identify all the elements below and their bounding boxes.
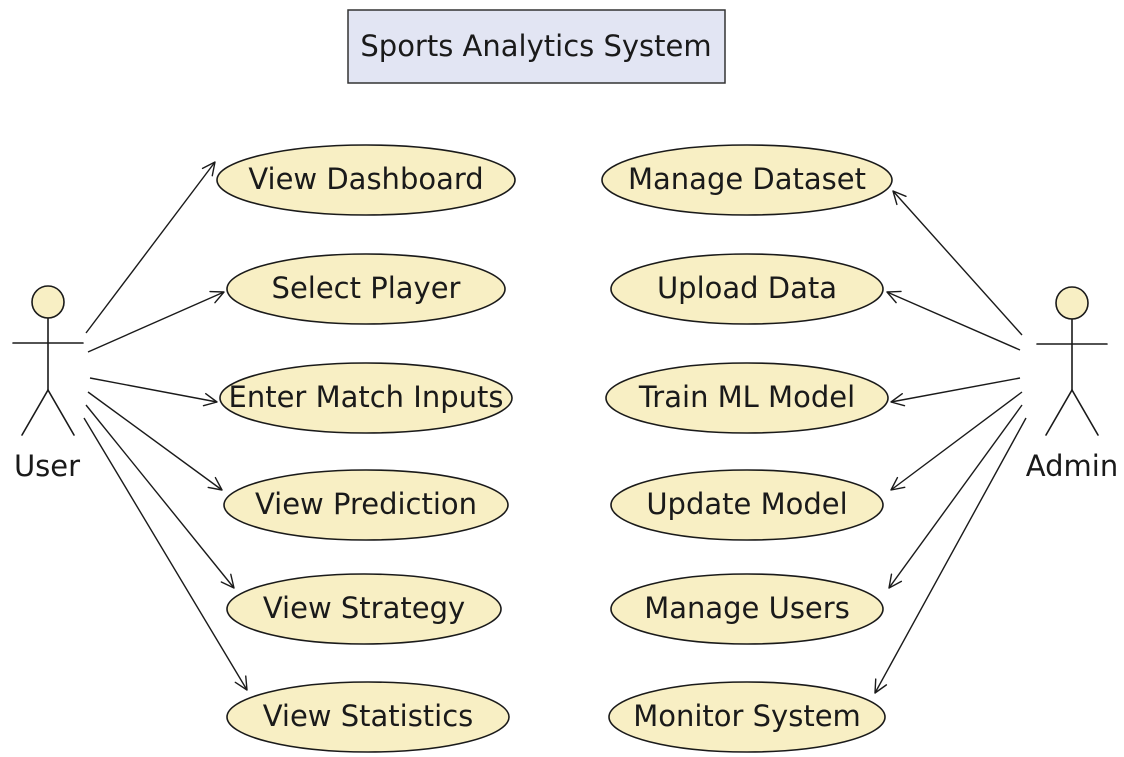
use-case-view-prediction: View Prediction	[223, 469, 509, 541]
user-actor-label: User	[14, 449, 80, 483]
arrowhead-icon	[209, 290, 225, 304]
arrowhead-icon	[886, 290, 902, 304]
admin-actor: Admin	[1026, 286, 1118, 483]
actor-head-icon	[1055, 286, 1089, 320]
use-case-ellipse	[610, 573, 884, 645]
association-line	[87, 391, 223, 491]
association-line	[89, 377, 218, 403]
arrowhead-icon	[234, 675, 248, 691]
association-line	[888, 404, 1023, 589]
actor-left-leg	[21, 389, 49, 436]
arrowhead-icon	[890, 476, 906, 491]
actor-right-leg	[1071, 389, 1099, 436]
arrowhead-icon	[201, 161, 216, 177]
system-title-box	[347, 9, 726, 84]
system-title: Sports Analytics System	[347, 9, 726, 84]
association-arrow	[886, 290, 1021, 351]
association-line	[892, 190, 1023, 336]
use-case-view-dashboard: View Dashboard	[216, 144, 516, 216]
use-case-train-ml-model: Train ML Model	[605, 362, 889, 434]
association-arrow	[890, 391, 1023, 491]
use-case-label: Update Model	[646, 487, 847, 521]
use-case-ellipse	[226, 681, 510, 753]
use-case-label: View Dashboard	[248, 162, 483, 196]
association-arrow	[85, 404, 235, 589]
association-arrow	[87, 391, 223, 491]
arrowhead-icon	[220, 573, 235, 589]
association-arrow	[89, 377, 218, 407]
use-case-label: View Statistics	[263, 699, 474, 733]
arrowhead-icon	[874, 678, 888, 694]
use-case-upload-data: Upload Data	[610, 253, 884, 325]
arrowhead-icon	[202, 392, 218, 407]
use-case-select-player: Select Player	[226, 253, 506, 325]
use-case-label: View Strategy	[263, 591, 465, 625]
association-arrow	[892, 190, 1023, 336]
use-case-ellipse	[605, 362, 889, 434]
use-case-ellipse	[601, 144, 893, 216]
use-case-label: Monitor System	[633, 699, 861, 733]
use-case-label: Manage Users	[644, 591, 850, 625]
arrowhead-icon	[890, 393, 906, 407]
association-line	[85, 404, 235, 589]
association-line	[83, 417, 248, 691]
admin-use-cases: Manage Dataset Upload Data Train ML Mode…	[601, 144, 893, 753]
use-case-label: Upload Data	[657, 271, 837, 305]
actor-right-leg	[47, 389, 75, 436]
use-case-label: Manage Dataset	[628, 162, 866, 196]
use-case-ellipse	[219, 362, 513, 434]
association-arrow	[87, 290, 225, 353]
use-case-view-statistics: View Statistics	[226, 681, 510, 753]
association-arrow	[888, 404, 1023, 589]
use-case-label: Train ML Model	[638, 380, 855, 414]
use-case-label: View Prediction	[255, 487, 477, 521]
use-case-manage-dataset: Manage Dataset	[601, 144, 893, 216]
actor-head-icon	[31, 285, 65, 319]
association-line	[890, 377, 1021, 403]
use-case-ellipse	[216, 144, 516, 216]
arrowhead-icon	[888, 573, 903, 589]
association-line	[886, 291, 1021, 351]
use-case-ellipse	[226, 253, 506, 325]
use-case-update-model: Update Model	[610, 469, 884, 541]
association-line	[85, 161, 216, 334]
user-actor: User	[12, 285, 84, 483]
association-arrow	[890, 377, 1021, 407]
use-case-manage-users: Manage Users	[610, 573, 884, 645]
use-case-ellipse	[223, 469, 509, 541]
association-arrow	[85, 161, 216, 334]
association-line	[87, 291, 225, 353]
use-case-enter-match-inputs: Enter Match Inputs	[219, 362, 513, 434]
system-title-text: Sports Analytics System	[360, 29, 711, 63]
use-case-monitor-system: Monitor System	[608, 681, 886, 753]
use-case-ellipse	[610, 253, 884, 325]
use-case-label: Select Player	[272, 271, 461, 305]
admin-actor-label: Admin	[1026, 449, 1118, 483]
user-use-cases: View Dashboard Select Player Enter Match…	[216, 144, 516, 753]
actor-left-leg	[1045, 389, 1073, 436]
use-case-label: Enter Match Inputs	[229, 380, 504, 414]
use-case-view-strategy: View Strategy	[226, 573, 502, 645]
association-arrow	[83, 417, 248, 691]
association-line	[890, 391, 1023, 491]
use-case-ellipse	[608, 681, 886, 753]
association-lines	[83, 161, 1027, 694]
association-arrow	[874, 417, 1027, 694]
arrowhead-icon	[892, 190, 907, 206]
use-case-ellipse	[226, 573, 502, 645]
association-line	[874, 417, 1027, 694]
use-case-ellipse	[610, 469, 884, 541]
arrowhead-icon	[207, 476, 223, 491]
